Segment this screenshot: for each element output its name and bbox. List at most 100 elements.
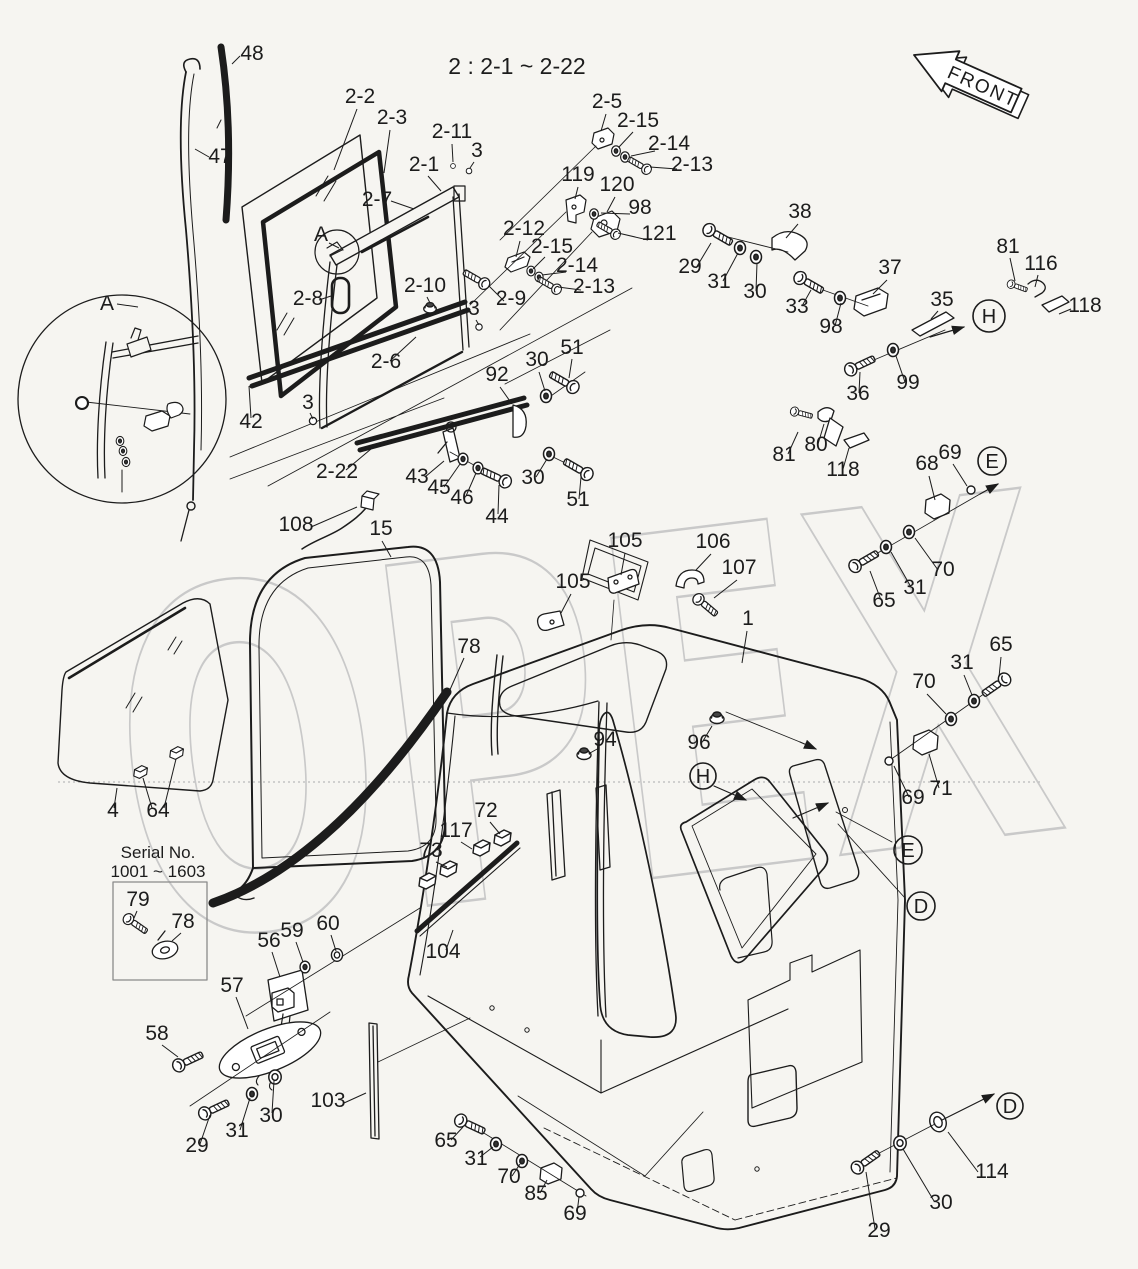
part-label: 65 <box>872 589 895 612</box>
part-label: 3 <box>468 297 480 320</box>
part-label: 2-14 <box>556 254 598 277</box>
part-label: 2-22 <box>316 460 358 483</box>
leader-line <box>343 1092 367 1104</box>
leader-line <box>116 303 139 308</box>
part-label: 15 <box>369 517 392 540</box>
part-label: 3 <box>302 391 314 414</box>
detail-marker-circle <box>977 446 1007 476</box>
part-label: 43 <box>405 465 428 488</box>
part-label: 2-2 <box>345 85 375 108</box>
leader-line <box>1034 274 1039 288</box>
part-label: 29 <box>867 1219 890 1242</box>
leader-line <box>801 289 812 307</box>
leader-line <box>426 296 431 304</box>
leader-line <box>535 458 548 478</box>
door-handle <box>330 276 351 315</box>
part-label: 2-14 <box>648 132 690 155</box>
leader-line <box>142 777 153 809</box>
detail-marker-letter: E <box>901 840 914 862</box>
part-label: 44 <box>485 505 509 528</box>
part-label: 30 <box>521 466 544 489</box>
part-label: 2-15 <box>531 235 573 258</box>
leader-line <box>538 371 546 392</box>
latch-43 <box>437 404 527 463</box>
part-label: 69 <box>901 786 924 809</box>
leader-line <box>785 223 799 239</box>
front-arrow: FRONT <box>913 50 1030 120</box>
part-label: 120 <box>599 173 634 196</box>
part-label: A <box>100 292 114 315</box>
leader-line <box>248 385 252 419</box>
leader-line <box>389 336 417 362</box>
leader-line <box>133 910 138 919</box>
leader-line <box>163 758 177 809</box>
leader-line <box>902 1148 935 1202</box>
leader-line <box>383 129 391 174</box>
leader-line <box>928 753 940 789</box>
channel-strip-a <box>546 789 566 881</box>
detail-marker-letter: D <box>1003 1096 1017 1118</box>
leader-line <box>576 1196 580 1214</box>
part-label: 29 <box>185 1134 208 1157</box>
leader-line <box>271 1080 275 1114</box>
detail-marker-letter: E <box>985 451 998 473</box>
leader-line <box>475 319 480 326</box>
leader-line <box>695 553 712 571</box>
leader-line <box>618 131 634 148</box>
leader-line <box>390 200 415 210</box>
part-label: 98 <box>819 315 842 338</box>
part-label: 73 <box>419 839 442 862</box>
detail-circle-a-small <box>314 229 360 275</box>
leader-line <box>722 252 739 282</box>
leader-line <box>893 765 910 798</box>
part-label: 57 <box>220 974 243 997</box>
part-label: 31 <box>464 1147 487 1170</box>
leader-line <box>952 463 968 487</box>
leader-line <box>755 262 758 292</box>
part-label: 80 <box>804 433 827 456</box>
part-label: 4 <box>107 799 119 822</box>
part-label: 48 <box>240 42 263 65</box>
part-label: 35 <box>930 288 953 311</box>
wiper-arm <box>179 57 203 542</box>
leader-line <box>231 55 241 65</box>
leader-line <box>560 593 572 614</box>
detail-marker-letter: D <box>914 896 928 918</box>
part-label: A <box>314 223 328 246</box>
leader-line <box>444 657 465 702</box>
leader-line <box>171 932 182 942</box>
part-label: 2-1 <box>409 153 439 176</box>
leader-line <box>479 1146 494 1158</box>
leader-line <box>271 951 281 978</box>
leader-line <box>947 1131 979 1173</box>
part-label: 38 <box>788 200 811 223</box>
leader-line <box>194 148 210 158</box>
leader-line <box>817 423 825 445</box>
part-label: 42 <box>239 410 262 433</box>
part-label: 96 <box>687 731 710 754</box>
serial-caption-line2: 1001 ~ 1603 <box>110 862 205 881</box>
leader-line <box>460 841 473 850</box>
wiper-blade <box>216 43 233 224</box>
leader-line <box>787 431 799 455</box>
part-label: 68 <box>915 452 938 475</box>
piece-92 <box>512 404 527 438</box>
leader-line <box>328 242 340 249</box>
door-glass <box>57 598 229 792</box>
part-label: 105 <box>555 570 590 593</box>
leader-line <box>869 570 882 601</box>
part-label: 85 <box>524 1182 547 1205</box>
detail-marker-circle <box>972 299 1006 333</box>
part-label: 2-10 <box>404 274 446 297</box>
detail-circle-a-large <box>17 294 227 504</box>
leader-line <box>161 1044 179 1058</box>
part-label: 59 <box>280 919 303 942</box>
side-window-opening <box>679 776 829 964</box>
leader-line <box>741 630 748 664</box>
part-label: 31 <box>903 576 926 599</box>
part-label: 65 <box>434 1129 457 1152</box>
leader-line <box>309 412 314 420</box>
